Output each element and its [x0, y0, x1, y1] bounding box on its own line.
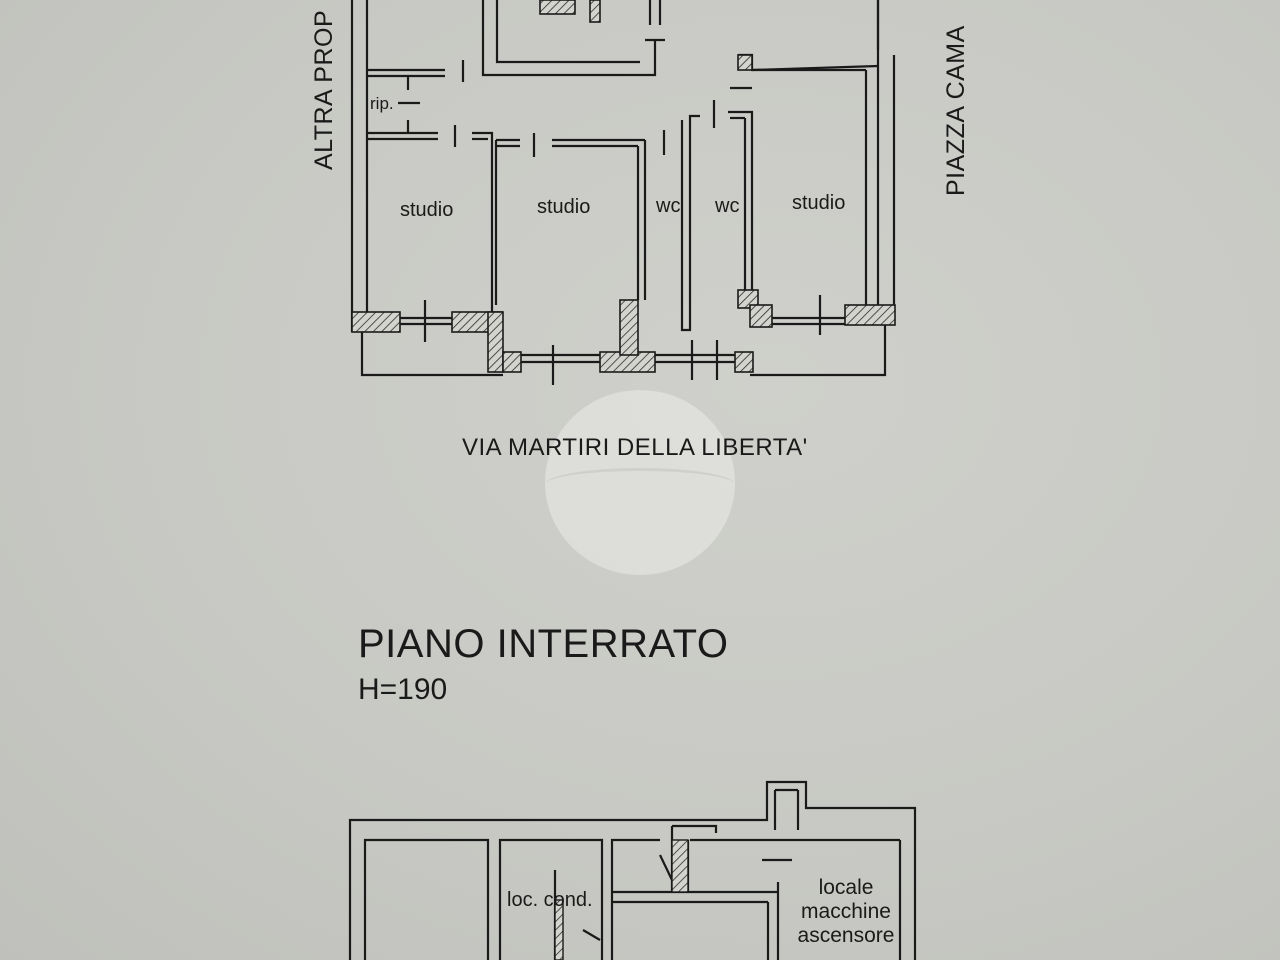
room-label-wc-2: wc [715, 195, 740, 217]
floor-title: PIANO INTERRATO [358, 622, 729, 666]
basement-hatch [554, 839, 689, 960]
watermark-logo [545, 390, 735, 575]
room-label-loc-cond: loc. cond. [507, 889, 593, 911]
room-label-studio-3: studio [792, 192, 846, 214]
floor-height: H=190 [358, 673, 448, 706]
room-label-lift-machine: locale macchine ascensore [786, 876, 906, 948]
lift-label-line-3: ascensore [797, 924, 895, 947]
basement-plan [348, 780, 917, 960]
hatched-walls [351, 0, 896, 373]
room-label-studio-2: studio [537, 196, 591, 218]
neighbour-label-right: PIAZZA CAMA [942, 25, 970, 196]
room-label-studio-1: studio [400, 199, 454, 221]
lift-label-line-2: macchine [801, 900, 891, 923]
upper-plan [350, 0, 896, 385]
room-label-rip: rip. [370, 94, 394, 113]
room-label-wc-1: wc [656, 195, 681, 217]
lift-label-line-1: locale [818, 876, 874, 899]
neighbour-label-left: ALTRA PROP [310, 9, 338, 170]
street-label: VIA MARTIRI DELLA LIBERTA' [462, 434, 808, 461]
